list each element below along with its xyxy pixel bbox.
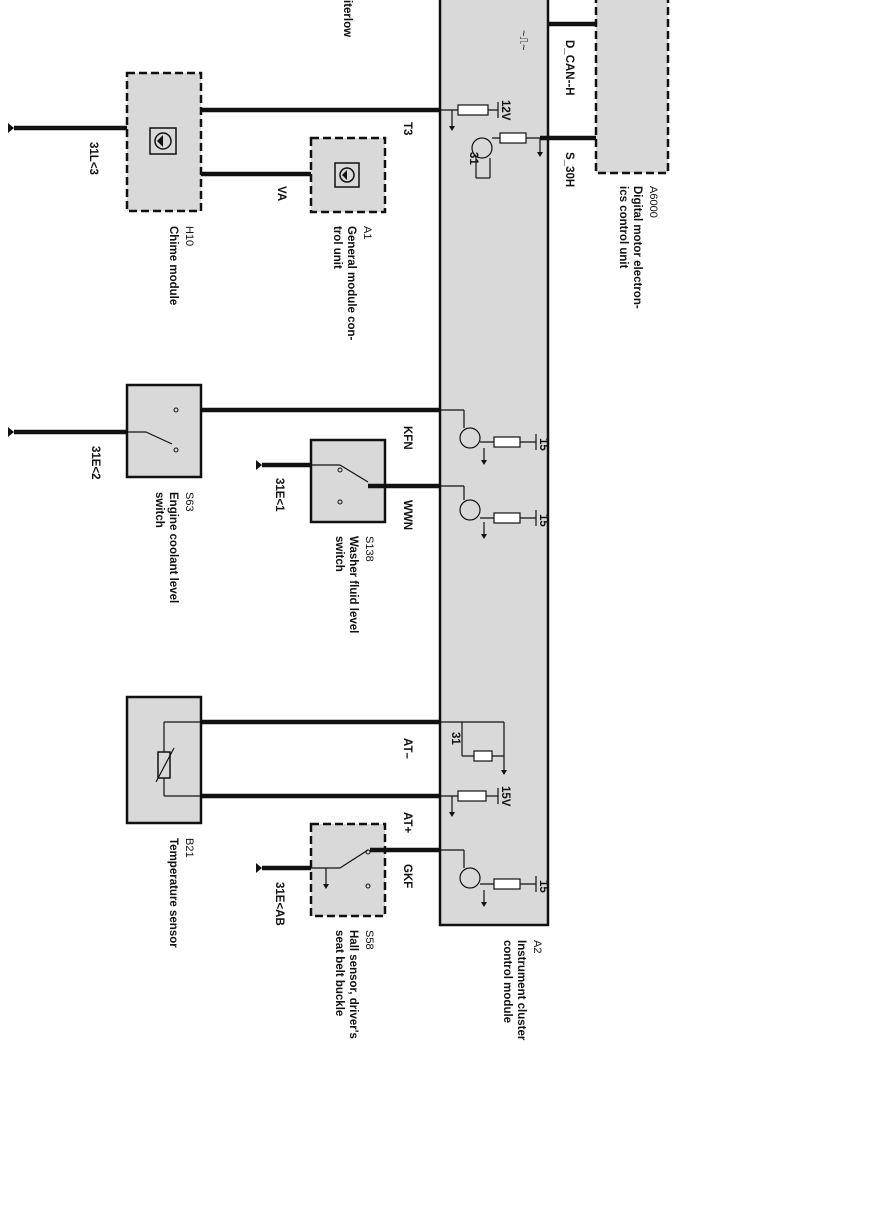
- a6000-line1: Digital motor electron-: [631, 186, 643, 309]
- a2-line2: control module: [501, 940, 513, 1023]
- h10-line1: Chime module: [167, 226, 179, 305]
- pin-at-minus: AT–: [401, 738, 413, 759]
- h10-label: H10 Chime module: [167, 226, 195, 305]
- a6000-line2: ics control unit: [617, 186, 629, 269]
- internal-31: 31: [467, 152, 479, 165]
- a2-internal-kfn: 15: [440, 409, 549, 465]
- ground-symbol-2: [8, 427, 14, 437]
- h10-module: [125, 71, 203, 213]
- a6000-label: A6000 Digital motor electron- ics contro…: [617, 186, 659, 309]
- a6000-code: A6000: [647, 186, 659, 218]
- a2-internal-gkf: 15: [440, 849, 549, 907]
- a1-code: A1: [361, 226, 373, 239]
- ground-label-1: 31L<3: [87, 142, 99, 175]
- a6000-module: [594, 0, 670, 175]
- s138-code: S138: [363, 536, 375, 562]
- ground-label-3: 31E<1: [273, 478, 285, 512]
- s63-line1: Engine coolant level: [167, 492, 179, 603]
- switch-icon-s58: [311, 849, 371, 889]
- s58-code: S58: [363, 930, 375, 950]
- s138-module: [309, 438, 387, 524]
- ground-label-2: 31E<2: [89, 446, 101, 480]
- a1-label: A1 General module con- trol unit: [331, 226, 373, 341]
- internal-31b: 31: [449, 732, 461, 745]
- a2-internal-wwn: 15: [440, 485, 549, 539]
- pin-d-can-h: D_CAN--H: [563, 40, 575, 96]
- internal-15b: 15: [537, 514, 549, 527]
- s138-label: S138 Washer fluid level switch: [333, 536, 375, 633]
- ground-label-4: 31E<AB: [273, 882, 285, 926]
- s138-line2: switch: [333, 536, 345, 572]
- top-left-text: iterlow: [341, 0, 353, 37]
- a2-code: A2: [531, 940, 543, 953]
- a2-module: [438, 0, 550, 927]
- internal-12v: 12V: [499, 100, 511, 121]
- pin-va: VA: [275, 186, 287, 201]
- a1-line2: trol unit: [331, 226, 343, 269]
- a2-internal-t3: 12V 31: [440, 100, 543, 179]
- can-signal-symbol: ~⎍~: [517, 30, 529, 51]
- a1-line1: General module con-: [345, 226, 357, 341]
- b21-module: [125, 695, 203, 825]
- b21-label: B21 Temperature sensor: [167, 838, 195, 948]
- s138-line1: Washer fluid level: [347, 536, 359, 633]
- h10-code: H10: [183, 226, 195, 246]
- chime-icon-a1: [334, 162, 360, 188]
- pin-wwn: WWN: [401, 500, 413, 530]
- s63-module: [125, 383, 203, 479]
- s58-line1: Hall sensor, driver's: [347, 930, 359, 1039]
- thermistor-icon: [155, 721, 201, 797]
- switch-icon-s138: [311, 464, 369, 505]
- internal-15v: 15V: [499, 786, 511, 807]
- internal-15a: 15: [537, 438, 549, 451]
- a2-label: A2 Instrument cluster control module: [501, 940, 543, 1041]
- a2-line1: Instrument cluster: [515, 940, 527, 1041]
- s63-label: S63 Engine coolant level switch: [153, 492, 195, 603]
- ground-symbol-4: [256, 863, 262, 873]
- s63-code: S63: [183, 492, 195, 512]
- ground-symbol-3: [256, 460, 262, 470]
- a1-module: [309, 136, 387, 214]
- b21-code: B21: [183, 838, 195, 858]
- pin-s-30h: S_30H: [563, 152, 575, 187]
- b21-line1: Temperature sensor: [167, 838, 179, 948]
- pin-t3: T3: [401, 122, 413, 135]
- switch-icon-s63: [127, 407, 179, 453]
- s58-module: [309, 822, 387, 918]
- pin-kfn: KFN: [401, 426, 413, 450]
- s63-line2: switch: [153, 492, 165, 528]
- s58-label: S58 Hall sensor, driver's seat belt buck…: [333, 930, 375, 1039]
- chime-icon: [149, 127, 177, 155]
- s58-line2: seat belt buckle: [333, 930, 345, 1016]
- pin-at-plus: AT+: [401, 812, 413, 833]
- internal-15c: 15: [537, 880, 549, 893]
- a2-internal-at: 31 15V: [440, 721, 511, 817]
- pin-gkf: GKF: [401, 864, 413, 888]
- ground-symbol-1: [8, 123, 14, 133]
